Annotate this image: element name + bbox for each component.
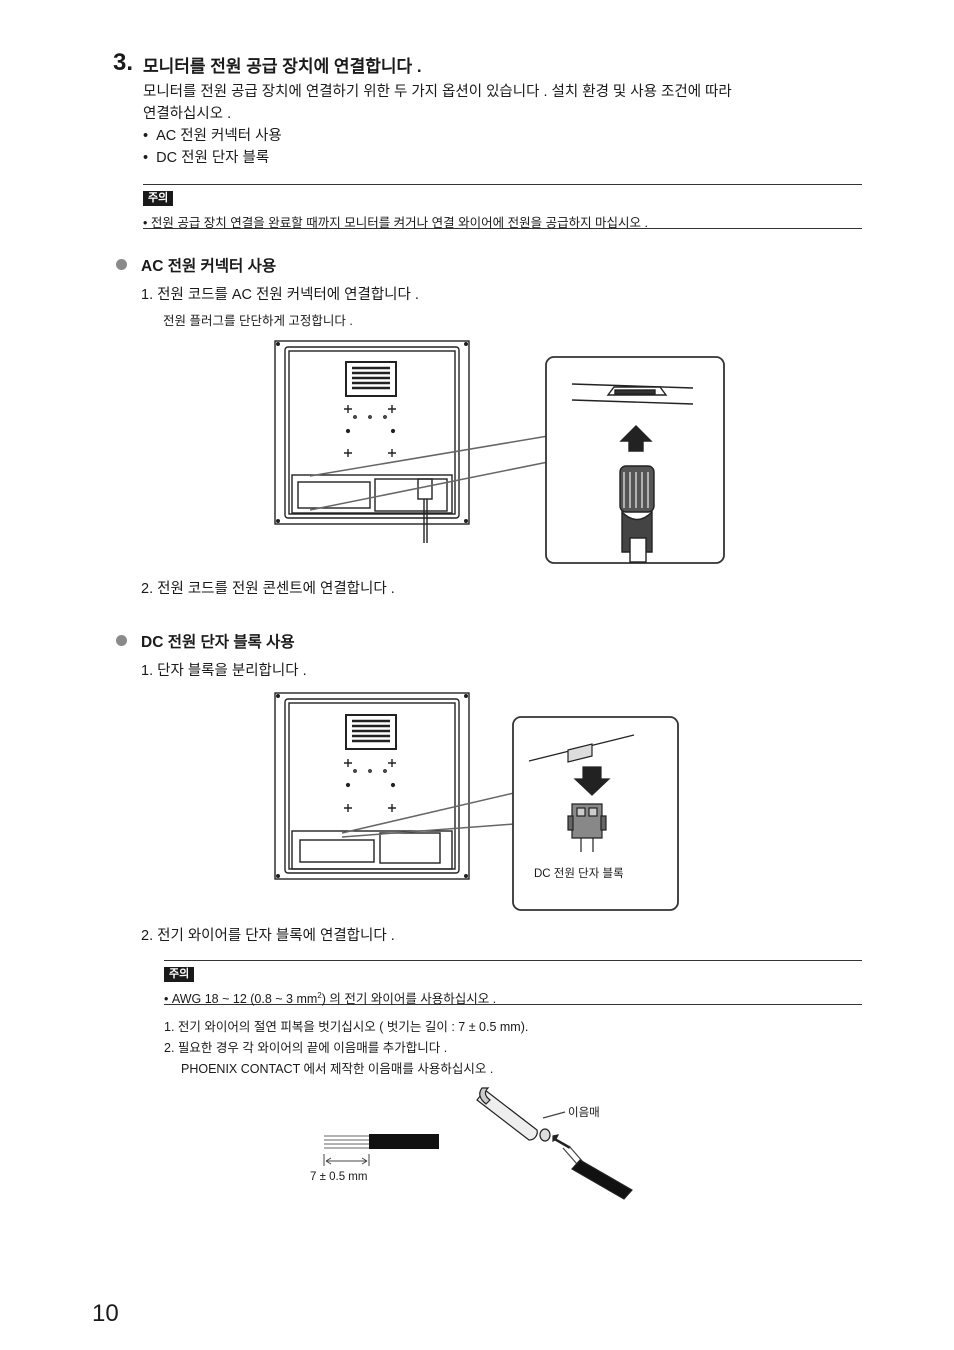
page-number: 10: [92, 1300, 119, 1327]
dc-section-heading: DC 전원 단자 블록 사용: [141, 634, 295, 651]
caution-text-tail: ) 의 전기 와이어를 사용하십시오 .: [321, 992, 497, 1006]
step-title: 모니터를 전원 공급 장치에 연결합니다 .: [143, 57, 422, 76]
ac-section-heading: AC 전원 커넥터 사용: [141, 258, 277, 275]
section-bullet: [116, 635, 127, 646]
wire-steps: 1. 전기 와이어의 절연 피복을 벗기십시오 ( 벗기는 길이 : 7 ± 0…: [164, 1017, 528, 1080]
ac-step-1: 1. 전원 코드를 AC 전원 커넥터에 연결합니다 .: [141, 287, 419, 303]
zoom-lines: [341, 792, 515, 838]
terminal-block-icon: [528, 734, 635, 852]
intro-line-1: 모니터를 전원 공급 장치에 연결하기 위한 두 가지 옵션이 있습니다 . 설…: [143, 84, 732, 100]
wire-step-2: 2. 필요한 경우 각 와이어의 끝에 이음매를 추가합니다 .: [164, 1041, 448, 1055]
ac-step-2: 2. 전원 코드를 전원 콘센트에 연결합니다 .: [141, 581, 395, 597]
caution-text: AWG 18 ~ 12 (0.8 ~ 3 mm: [171, 992, 318, 1006]
intro-line-2: 연결하십시오 .: [143, 106, 232, 122]
option-item: • DC 전원 단자 블록: [143, 150, 270, 166]
caution-box: 주의 • 전원 공급 장치 연결을 완료할 때까지 모니터를 켜거나 연결 와이…: [143, 184, 862, 230]
caution-text-row: • 전원 공급 장치 연결을 완료할 때까지 모니터를 켜거나 연결 와이어에 …: [143, 216, 648, 230]
detail-frame: [545, 356, 725, 564]
option-label: AC 전원 커넥터 사용: [156, 128, 282, 144]
ac-step-1-sub: 전원 플러그를 단단하게 고정합니다 .: [163, 314, 353, 328]
monitor-back-icon: [274, 340, 470, 543]
caution-text-row: • AWG 18 ~ 12 (0.8 ~ 3 mm2) 의 전기 와이어를 사용…: [164, 990, 497, 1006]
caution-tag: 주의: [143, 191, 174, 206]
stripped-wire-icon: [323, 1134, 439, 1166]
power-plug-icon: [571, 383, 694, 563]
caution-text: 전원 공급 장치 연결을 완료할 때까지 모니터를 켜거나 연결 와이어에 전원…: [150, 216, 648, 230]
dc-terminal-label: DC 전원 단자 블록: [534, 866, 624, 880]
strip-length-label: 7 ± 0.5 mm: [310, 1171, 367, 1183]
dc-step-1: 1. 단자 블록을 분리합니다 .: [141, 663, 307, 679]
caution-box: 주의 • AWG 18 ~ 12 (0.8 ~ 3 mm2) 의 전기 와이어를…: [164, 960, 862, 1006]
caution-tag: 주의: [164, 967, 195, 982]
dc-terminal-figure: DC 전원 단자 블록: [274, 692, 679, 911]
wire-step-1: 1. 전기 와이어의 절연 피복을 벗기십시오 ( 벗기는 길이 : 7 ± 0…: [164, 1020, 529, 1034]
ferrule-label: 이음매: [568, 1106, 600, 1119]
option-label: DC 전원 단자 블록: [156, 150, 270, 166]
dc-step-2: 2. 전기 와이어를 단자 블록에 연결합니다 .: [141, 928, 395, 944]
step-number: 3.: [113, 49, 134, 76]
superscript: 2: [317, 990, 322, 1000]
option-item: • AC 전원 커넥터 사용: [143, 128, 282, 144]
ac-connector-figure: [274, 340, 725, 564]
wire-figure: 7 ± 0.5 mm 이음매: [310, 1087, 633, 1200]
ferrule-icon: [476, 1087, 633, 1200]
zoom-lines: [309, 435, 549, 511]
monitor-back-icon: [274, 692, 470, 880]
intro-paragraph: 모니터를 전원 공급 장치에 연결하기 위한 두 가지 옵션이 있습니다 . 설…: [143, 81, 732, 169]
wire-step-2-sub: PHOENIX CONTACT 에서 제작한 이음매를 사용하십시오 .: [181, 1062, 494, 1076]
section-bullet: [116, 259, 127, 270]
